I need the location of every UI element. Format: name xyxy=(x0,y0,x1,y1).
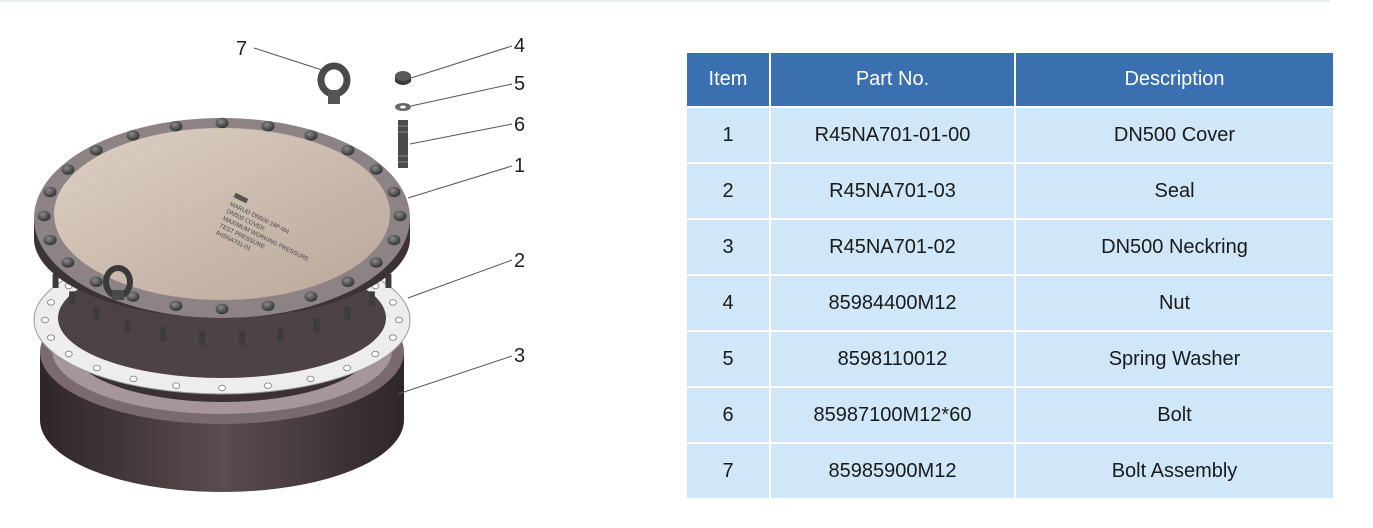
eye-bolt xyxy=(317,62,351,104)
top-divider xyxy=(0,0,1330,2)
callout-2: 2 xyxy=(514,250,525,272)
cell-item: 7 xyxy=(687,444,769,498)
cell-part-no: 8598110012 xyxy=(771,332,1014,386)
cover-plate: MARUD DN500 24P-M4 DN500 COVER MAXIMUM W… xyxy=(34,117,410,318)
cell-description: Bolt xyxy=(1016,388,1333,442)
header-item: Item xyxy=(687,53,769,106)
leader-lines xyxy=(253,45,513,395)
parts-table: Item Part No. Description 1 R45NA701-01-… xyxy=(685,51,1335,500)
cell-part-no: 85987100M12*60 xyxy=(771,388,1014,442)
header-part-no: Part No. xyxy=(771,53,1014,106)
cover-studs xyxy=(52,273,392,346)
callout-4: 4 xyxy=(514,35,525,57)
cell-part-no: 85984400M12 xyxy=(771,276,1014,330)
cell-part-no: R45NA701-02 xyxy=(771,220,1014,274)
cell-item: 5 xyxy=(687,332,769,386)
cell-description: Bolt Assembly xyxy=(1016,444,1333,498)
header-description: Description xyxy=(1016,53,1333,106)
cell-item: 1 xyxy=(687,108,769,162)
table-row: 1 R45NA701-01-00 DN500 Cover xyxy=(687,108,1333,162)
spring-washer xyxy=(395,103,411,111)
callout-5: 5 xyxy=(514,73,525,95)
cell-description: Nut xyxy=(1016,276,1333,330)
bolt-stud xyxy=(398,120,408,168)
table-row: 2 R45NA701-03 Seal xyxy=(687,164,1333,218)
cell-description: DN500 Cover xyxy=(1016,108,1333,162)
cell-part-no: 85985900M12 xyxy=(771,444,1014,498)
table-row: 3 R45NA701-02 DN500 Neckring xyxy=(687,220,1333,274)
cell-part-no: R45NA701-01-00 xyxy=(771,108,1014,162)
nut xyxy=(395,71,411,85)
cell-item: 6 xyxy=(687,388,769,442)
callout-7: 7 xyxy=(236,38,247,60)
table-header-row: Item Part No. Description xyxy=(687,53,1333,106)
cell-description: DN500 Neckring xyxy=(1016,220,1333,274)
callout-1: 1 xyxy=(514,155,525,177)
table-row: 4 85984400M12 Nut xyxy=(687,276,1333,330)
table-row: 7 85985900M12 Bolt Assembly xyxy=(687,444,1333,498)
cell-item: 4 xyxy=(687,276,769,330)
cell-description: Spring Washer xyxy=(1016,332,1333,386)
cell-item: 2 xyxy=(687,164,769,218)
cell-part-no: R45NA701-03 xyxy=(771,164,1014,218)
cell-description: Seal xyxy=(1016,164,1333,218)
table-row: 5 8598110012 Spring Washer xyxy=(687,332,1333,386)
assembly-svg: MARUD DN500 24P-M4 DN500 COVER MAXIMUM W… xyxy=(33,35,525,492)
callout-3: 3 xyxy=(514,345,525,367)
exploded-assembly-drawing: MARUD DN500 24P-M4 DN500 COVER MAXIMUM W… xyxy=(0,0,680,528)
cell-item: 3 xyxy=(687,220,769,274)
cover-eye-bolt xyxy=(103,265,133,300)
callout-6: 6 xyxy=(514,114,525,136)
table-row: 6 85987100M12*60 Bolt xyxy=(687,388,1333,442)
